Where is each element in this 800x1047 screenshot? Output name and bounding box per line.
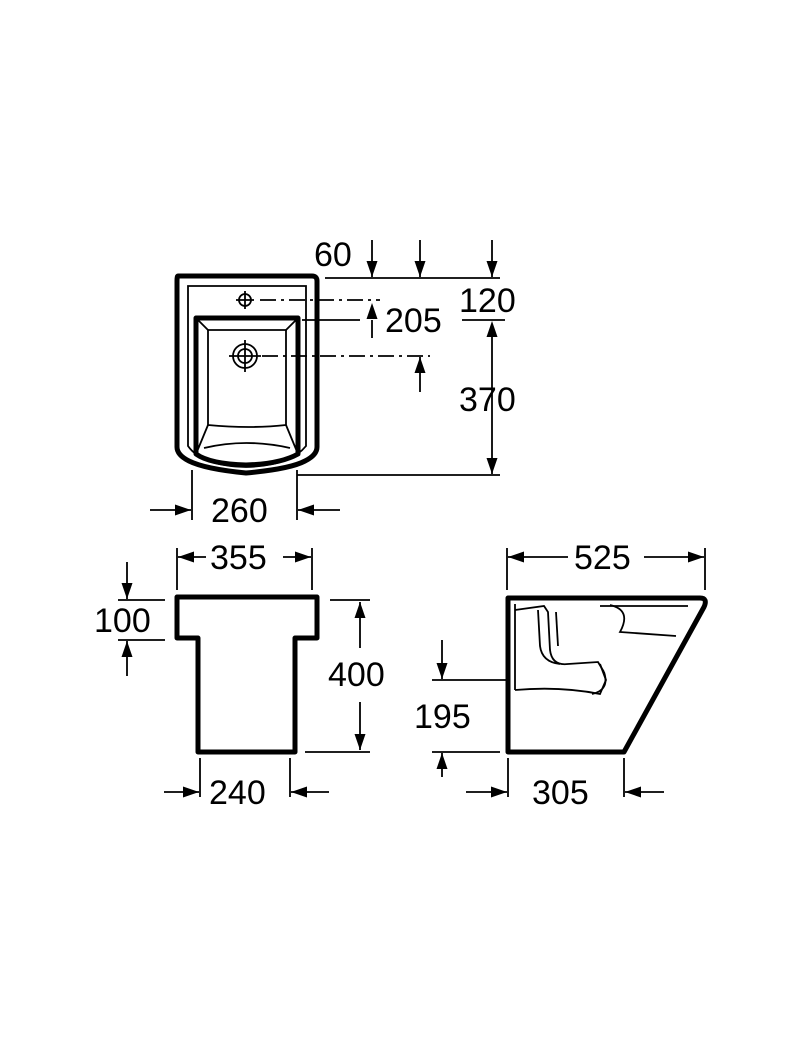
arrowhead <box>121 583 133 599</box>
top-view-dimension-texts: 60 120 205 370 260 <box>211 236 516 530</box>
dim-355: 355 <box>210 539 267 577</box>
dim-370: 370 <box>459 381 516 419</box>
side-view-arrowheads <box>436 551 704 798</box>
arrowhead <box>354 734 366 750</box>
dim-100: 100 <box>94 602 151 640</box>
side-view-dimension-texts: 525 195 305 <box>414 539 631 812</box>
dim-120: 120 <box>459 282 516 320</box>
arrowhead <box>298 504 314 516</box>
side-view-outline <box>505 595 708 755</box>
side-view-dimension-lines <box>432 548 706 797</box>
arrowhead <box>291 786 307 798</box>
top-view: 60 120 205 370 260 <box>150 236 516 530</box>
side-view-inner-profile <box>514 604 688 696</box>
arrowhead <box>183 786 199 798</box>
dim-400: 400 <box>328 656 385 694</box>
arrowhead <box>508 551 524 563</box>
dim-60: 60 <box>314 236 352 274</box>
dim-260: 260 <box>211 492 268 530</box>
dim-195: 195 <box>414 698 471 736</box>
top-view-dimension-lines <box>150 240 505 520</box>
drain-hole-symbol <box>229 340 261 372</box>
side-view: 525 195 305 <box>414 539 708 812</box>
arrowhead <box>414 261 426 277</box>
arrowhead <box>491 786 507 798</box>
arrowhead <box>295 551 311 563</box>
top-view-outline <box>174 273 320 476</box>
arrowhead <box>486 458 498 474</box>
arrowhead <box>121 641 133 657</box>
dim-305: 305 <box>532 774 589 812</box>
dim-525: 525 <box>574 539 631 577</box>
front-view-outline <box>174 594 320 755</box>
top-view-arrowheads <box>175 261 498 516</box>
arrowhead <box>486 321 498 337</box>
dim-205: 205 <box>385 302 442 340</box>
dim-240: 240 <box>209 774 266 812</box>
arrowhead <box>436 753 448 769</box>
arrowhead <box>175 504 191 516</box>
arrowhead <box>366 303 378 319</box>
arrowhead <box>625 786 641 798</box>
arrowhead <box>414 357 426 373</box>
arrowhead <box>366 261 378 277</box>
arrowhead <box>688 551 704 563</box>
front-view-dimension-texts: 355 100 400 240 <box>94 539 385 812</box>
front-view: 355 100 400 240 <box>94 539 385 812</box>
arrowhead <box>178 551 194 563</box>
arrowhead <box>436 663 448 679</box>
arrowhead <box>486 261 498 277</box>
arrowhead <box>354 602 366 618</box>
tap-hole-symbol <box>236 291 254 309</box>
